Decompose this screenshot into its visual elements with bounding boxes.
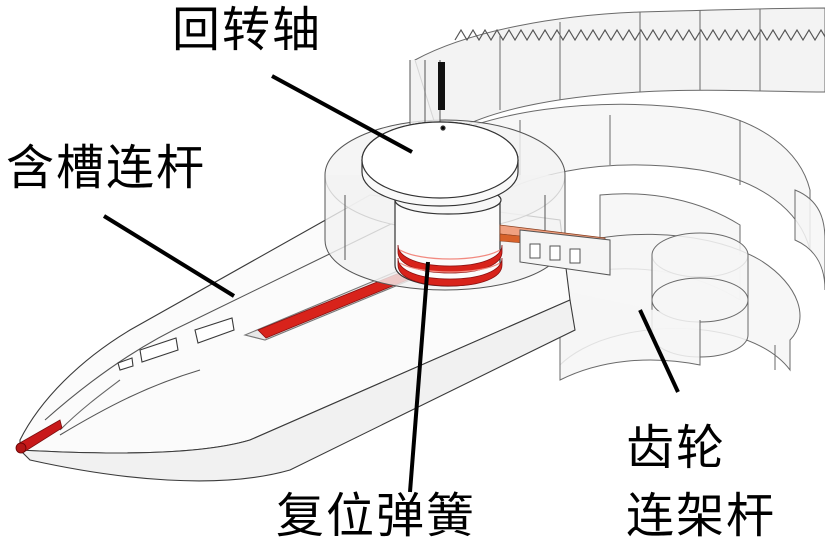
return-spring-label: 复位弹簧 [276, 488, 477, 544]
leader-slotted-link [102, 214, 236, 298]
leader-rotation-axis [271, 74, 413, 154]
gear-link-label-line1: 齿轮 [626, 420, 727, 476]
gear-rack [414, 7, 825, 141]
rotation-pin [438, 62, 445, 110]
slotted-link-label: 含槽连杆 [6, 140, 207, 196]
leader-lines [102, 74, 680, 493]
connector-block [519, 229, 611, 276]
needle-tip [15, 419, 63, 454]
leader-return-spring [408, 261, 430, 493]
gear-link-label-line2: 连架杆 [626, 488, 777, 544]
gear-frame-link [419, 103, 825, 381]
rotation-axis-label: 回转轴 [172, 2, 323, 58]
leader-gear-link [638, 309, 680, 393]
